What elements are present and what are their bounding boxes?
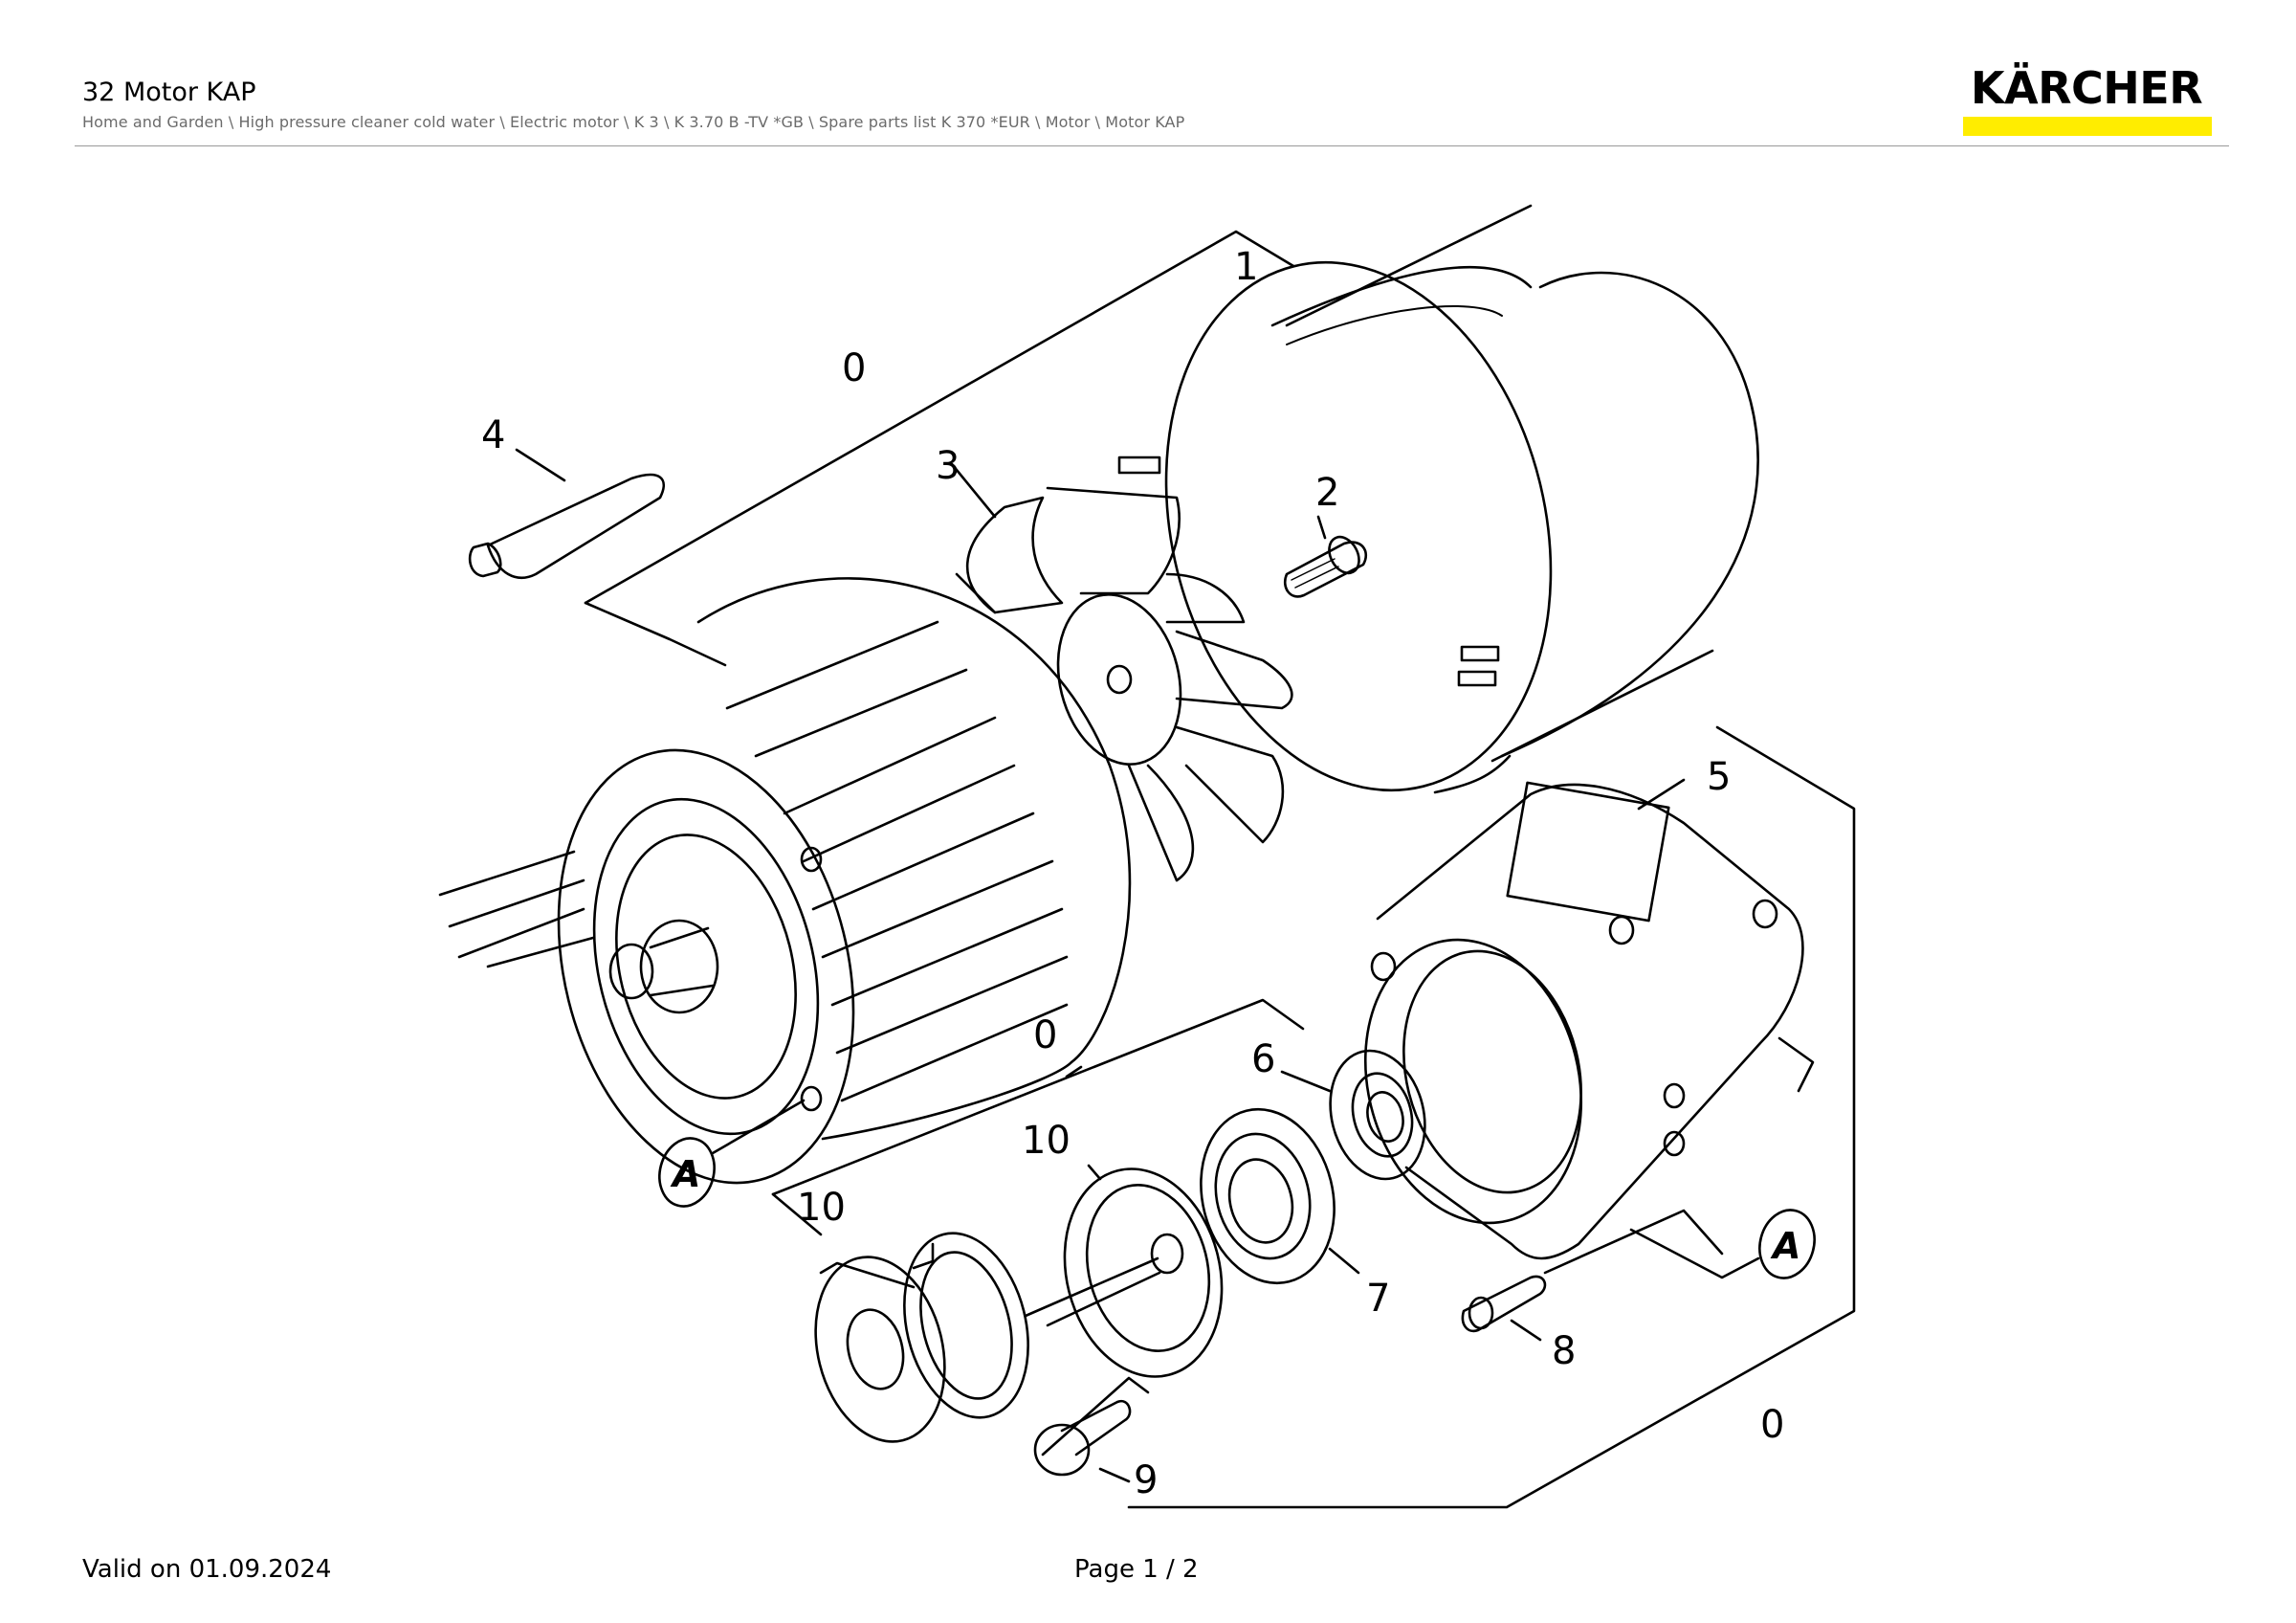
label-2: 2	[1315, 471, 1339, 515]
bracket-bearings	[771, 998, 1305, 1196]
bracket-housing	[1127, 725, 1856, 1509]
stator-motor-body	[438, 577, 1132, 1185]
page-number: Page 1 / 2	[1074, 1555, 1199, 1584]
part-2-screw	[1284, 515, 1368, 598]
label-4: 4	[481, 413, 505, 457]
header-divider	[75, 145, 2229, 146]
part-7-ball-bearing	[1200, 1107, 1360, 1285]
label-5: 5	[1707, 755, 1731, 799]
logo-yellow-bar	[1963, 117, 2212, 136]
part-1-motor-cover	[1117, 204, 1759, 794]
label-1: 1	[1234, 245, 1258, 289]
part-5-motor-housing	[1363, 781, 1815, 1260]
label-0-housing: 0	[1760, 1403, 1784, 1447]
part-10-bearing-cup	[1024, 1164, 1224, 1378]
part-6-seal-ring	[1280, 1049, 1426, 1181]
part-10-thrust-bearing	[814, 1232, 1029, 1443]
valid-date: Valid on 01.09.2024	[82, 1555, 332, 1584]
label-10-cup: 10	[1022, 1119, 1071, 1163]
label-9: 9	[1134, 1458, 1158, 1502]
marker-a-right: A	[1770, 1225, 1800, 1267]
label-3: 3	[936, 444, 960, 488]
label-6: 6	[1251, 1037, 1275, 1081]
part-8-screw	[1461, 1209, 1760, 1342]
page-header: 32 Motor KAP Home and Garden \ High pres…	[82, 77, 1184, 131]
page-title: 32 Motor KAP	[82, 78, 256, 107]
bracket-motor-left	[584, 601, 727, 667]
marker-a-left: A	[670, 1153, 700, 1195]
label-7: 7	[1366, 1277, 1390, 1321]
label-0-motor: 0	[842, 346, 866, 390]
part-4-grease-tube	[468, 448, 665, 580]
marker-a-right-circle	[1758, 1209, 1816, 1279]
logo-text: KÄRCHER	[1970, 62, 2203, 114]
label-8: 8	[1552, 1329, 1576, 1373]
part-3-fan	[950, 462, 1293, 882]
bracket-motor-top	[584, 230, 1295, 605]
marker-a-left-circle	[658, 1137, 716, 1208]
karcher-logo: KÄRCHER	[1961, 61, 2212, 138]
part-9-flange-screw	[1033, 1376, 1150, 1483]
label-0-bearings: 0	[1033, 1013, 1057, 1057]
label-10-thrust: 10	[797, 1186, 846, 1230]
breadcrumb: Home and Garden \ High pressure cleaner …	[82, 113, 1185, 131]
